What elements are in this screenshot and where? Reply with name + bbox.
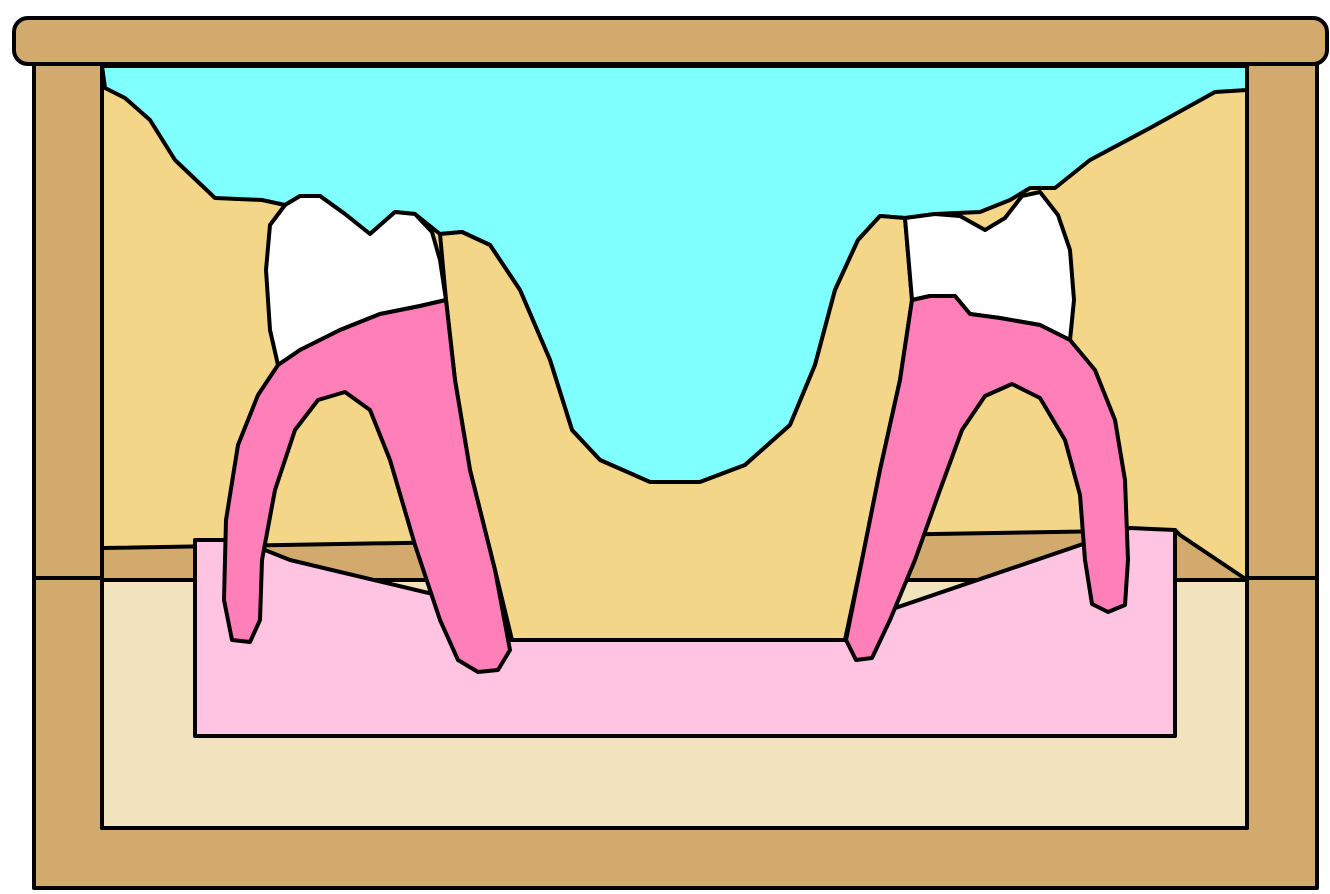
flask-lid [14,18,1327,64]
